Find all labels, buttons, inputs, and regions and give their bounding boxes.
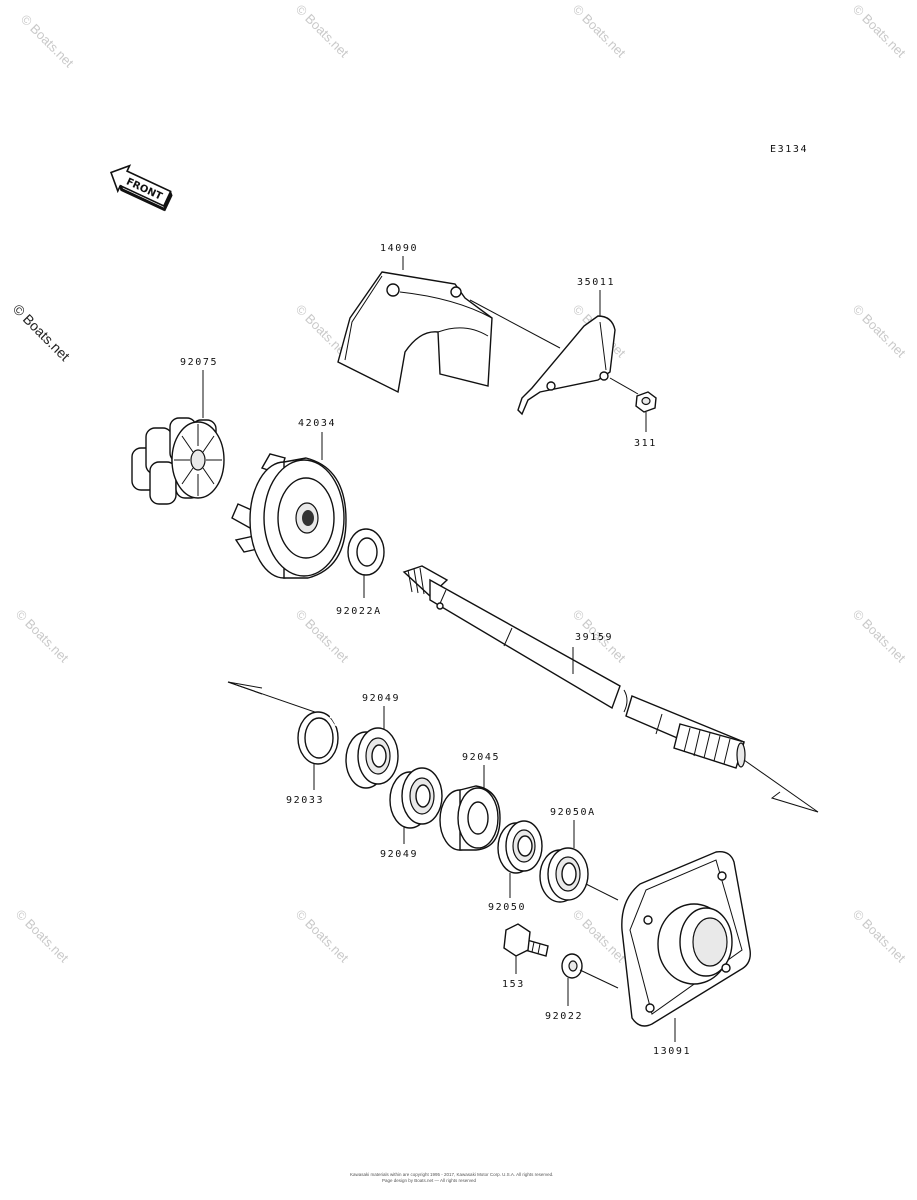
label-92045: 92045 [462, 752, 500, 763]
label-42034: 42034 [298, 418, 336, 429]
footer-design: Page design by Boats.net — All rights re… [382, 1178, 477, 1183]
label-92050A: 92050A [550, 807, 596, 818]
footer-copyright: Kawasaki materials within are copyright … [350, 1172, 553, 1177]
label-92050: 92050 [488, 902, 526, 913]
diagram-code: E3134 [770, 144, 808, 155]
watermark-16: © Boats.net [850, 907, 909, 966]
watermark-12: © Boats.net [850, 607, 909, 666]
watermark-3: © Boats.net [570, 2, 629, 61]
watermark-14: © Boats.net [293, 907, 352, 966]
part-bearing-92049-lower[interactable] [389, 767, 443, 829]
part-cover-14090[interactable] [337, 271, 493, 394]
label-13091: 13091 [653, 1046, 691, 1057]
part-housing-13091[interactable] [621, 851, 751, 1027]
label-92022A: 92022A [336, 606, 382, 617]
label-92075: 92075 [180, 357, 218, 368]
part-bracket-35011[interactable] [517, 315, 616, 416]
part-bolt-153[interactable] [503, 923, 549, 957]
part-bearing-92049-upper[interactable] [345, 727, 399, 789]
label-39159: 39159 [575, 632, 613, 643]
label-92033: 92033 [286, 795, 324, 806]
part-bearing-92045[interactable] [439, 785, 501, 851]
label-14090: 14090 [380, 243, 418, 254]
watermark-8: © Boats.net [850, 302, 909, 361]
part-washer-92022A[interactable] [347, 528, 385, 576]
watermark-9: © Boats.net [13, 607, 72, 666]
label-311: 311 [634, 438, 657, 449]
watermark-13: © Boats.net [13, 907, 72, 966]
part-seal-92050A[interactable] [539, 847, 589, 903]
label-35011: 35011 [577, 277, 615, 288]
front-arrow: FRONT [109, 164, 173, 212]
part-seal-92050[interactable] [497, 820, 543, 874]
part-nut-311[interactable] [635, 391, 657, 413]
part-coupling-42034[interactable] [231, 453, 347, 579]
watermark-4: © Boats.net [850, 2, 909, 61]
label-92049-lower: 92049 [380, 849, 418, 860]
part-shaft-39159[interactable] [402, 565, 746, 769]
watermark-2: © Boats.net [293, 2, 352, 61]
label-92022: 92022 [545, 1011, 583, 1022]
part-damper-92075[interactable] [131, 417, 225, 505]
watermark-1: © Boats.net [18, 12, 77, 71]
label-153: 153 [502, 979, 525, 990]
watermark-5: © Boats.net [10, 301, 73, 364]
part-washer-92022[interactable] [561, 953, 583, 979]
part-circlip-92033[interactable] [297, 711, 343, 765]
label-92049-upper: 92049 [362, 693, 400, 704]
